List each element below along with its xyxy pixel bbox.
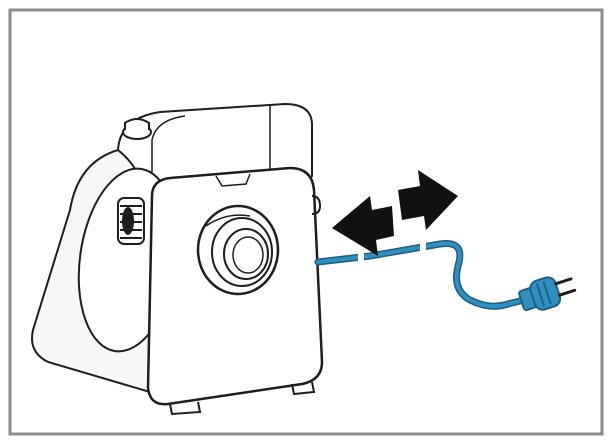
- foot-right: [291, 381, 316, 396]
- foot-left: [169, 401, 202, 416]
- top-knob: [124, 118, 150, 130]
- arrow-right-icon: [398, 170, 458, 230]
- side-knob-icon: [117, 197, 145, 245]
- lid-seam: [151, 115, 186, 196]
- frame-border: [8, 8, 604, 436]
- meat-grinder-icon: [31, 102, 324, 416]
- power-cord-icon: [314, 238, 528, 310]
- output-port-icon: [196, 204, 280, 296]
- arrow-left-icon: [332, 196, 394, 256]
- plug-icon: [518, 276, 577, 312]
- front-tab: [215, 173, 251, 187]
- back-bump: [311, 195, 322, 215]
